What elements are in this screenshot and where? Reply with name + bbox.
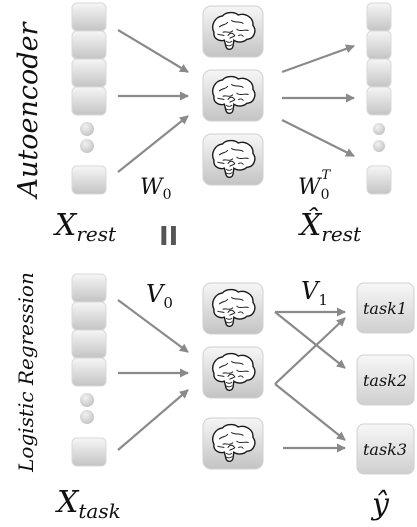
classifier-arrow bbox=[274, 311, 346, 369]
task-box bbox=[356, 423, 415, 475]
input-unit bbox=[71, 58, 107, 88]
autoencoder-arrows bbox=[117, 29, 355, 173]
equality-sign: II bbox=[159, 222, 178, 252]
task-label: task3 bbox=[363, 440, 407, 459]
output-column-x-hat-rest bbox=[366, 2, 392, 195]
w0-transpose-label: W0T bbox=[298, 168, 332, 203]
ellipsis-dot bbox=[80, 410, 94, 424]
encoder-arrow bbox=[117, 29, 189, 73]
projection-arrow bbox=[117, 389, 189, 451]
ellipsis-dot bbox=[80, 139, 94, 153]
x-rest-label: Xrest bbox=[53, 208, 117, 246]
logistic-arrows bbox=[117, 299, 346, 453]
input-column-x-task bbox=[71, 273, 107, 467]
x-task-label: Xtask bbox=[55, 485, 121, 523]
task-label: task2 bbox=[363, 371, 407, 390]
input-unit bbox=[71, 30, 107, 60]
encoder-arrow bbox=[117, 115, 189, 173]
task-box bbox=[356, 354, 415, 406]
autoencoder-label: Autoencoder bbox=[13, 20, 44, 200]
v0-label: V0 bbox=[146, 280, 173, 312]
ellipsis-dot bbox=[373, 123, 385, 135]
input-unit bbox=[71, 357, 107, 387]
output-unit bbox=[366, 2, 392, 32]
task-box bbox=[356, 282, 415, 334]
decoder-arrow bbox=[281, 44, 355, 74]
projection-arrow bbox=[117, 299, 189, 353]
output-unit bbox=[366, 165, 392, 195]
classifier-arrow bbox=[274, 383, 346, 441]
input-unit bbox=[71, 273, 107, 303]
logistic-regression-label: Logistic Regression bbox=[14, 272, 38, 473]
output-unit bbox=[366, 58, 392, 88]
classifier-arrow bbox=[274, 317, 346, 385]
input-unit bbox=[71, 301, 107, 331]
output-unit bbox=[366, 30, 392, 60]
ellipsis-dot bbox=[80, 122, 94, 136]
output-unit bbox=[366, 86, 392, 116]
hidden-components-top bbox=[202, 5, 264, 186]
input-unit bbox=[71, 329, 107, 359]
input-unit bbox=[71, 2, 107, 32]
task-outputs: task1 task2 task3 bbox=[356, 282, 415, 475]
hidden-components-bottom bbox=[202, 282, 264, 470]
w0-label: W0 bbox=[140, 175, 172, 203]
input-column-x-rest bbox=[71, 2, 107, 195]
y-hat-label: ŷ bbox=[370, 487, 390, 522]
task-label: task1 bbox=[363, 299, 407, 318]
input-unit bbox=[71, 165, 107, 195]
decoder-arrow bbox=[281, 119, 355, 157]
input-unit bbox=[71, 437, 107, 467]
ellipsis-dot bbox=[80, 393, 94, 407]
v1-label: V1 bbox=[301, 277, 328, 309]
input-unit bbox=[71, 86, 107, 116]
x-hat-rest-label: X̂rest bbox=[298, 208, 362, 246]
ellipsis-dot bbox=[373, 140, 385, 152]
